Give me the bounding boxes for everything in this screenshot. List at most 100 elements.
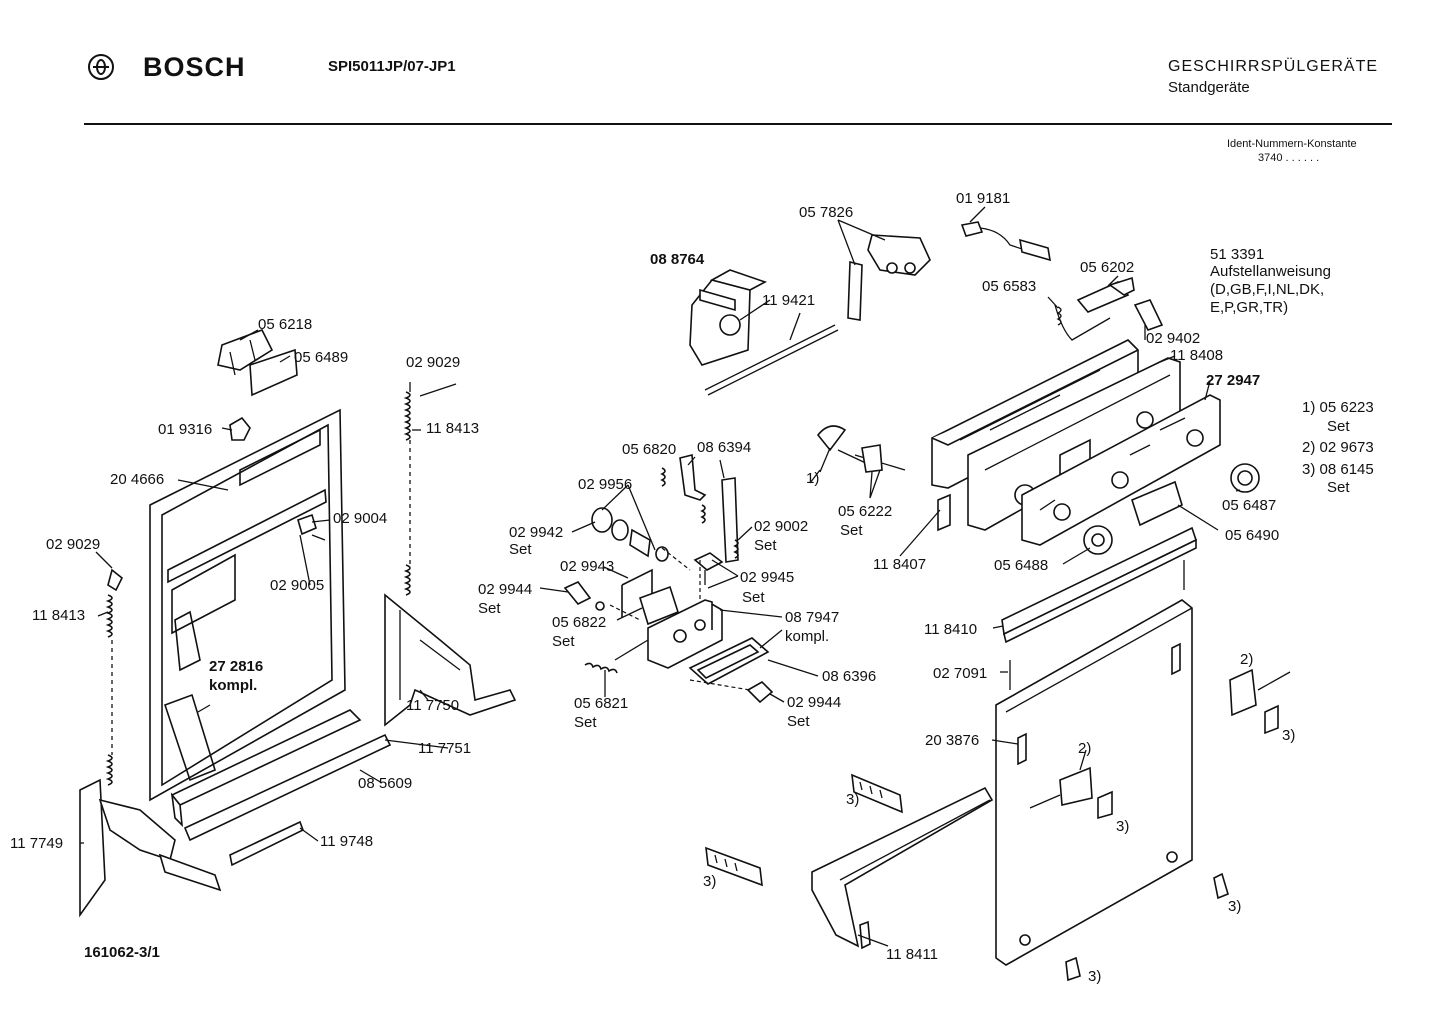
note-3-set: Set [1327, 479, 1350, 496]
part-label-204666: 20 4666 [110, 471, 165, 488]
note-1: 1) 05 6223 [1302, 399, 1374, 416]
part-label-029944-upper: 02 9944 [478, 581, 533, 598]
part-label-029402: 02 9402 [1146, 330, 1201, 347]
part-label-019316: 01 9316 [158, 421, 213, 438]
part-label-272816: 27 2816 [209, 658, 264, 675]
lock-bracket-056820 [660, 453, 707, 501]
clip-3d [1065, 956, 1081, 982]
part-label-117751: 11 7751 [418, 740, 472, 757]
hinge-bracket-2b [1229, 668, 1291, 735]
knob-056488 [1083, 525, 1113, 555]
panel-cover-272947 [1021, 394, 1221, 546]
part-label-118411: 11 8411 [886, 946, 938, 963]
spring-056222 [816, 425, 906, 473]
clip-029004 [297, 513, 326, 541]
hinge-arm-right [384, 593, 517, 727]
part-label-086394: 08 6394 [697, 439, 752, 456]
part-label-056488: 05 6488 [994, 557, 1049, 574]
part-label-513391-langs2: E,P,GR,TR) [1210, 299, 1289, 316]
model-number: SPI5011JP/07-JP1 [328, 58, 456, 75]
note-ref-3-bracket-upper: 3) [846, 791, 860, 808]
clip-029402 [1133, 299, 1164, 331]
bottom-rails [163, 693, 392, 867]
note-ref-3-side: 3) [1282, 727, 1296, 744]
part-label-118407: 11 8407 [873, 556, 927, 573]
part-label-087947: 08 7947 [785, 609, 840, 626]
subcategory-title: Standgeräte [1168, 79, 1250, 96]
part-label-057826: 05 7826 [799, 204, 854, 221]
part-label-513391-title: Aufstellanweisung [1210, 263, 1331, 280]
part-label-056222-set: Set [840, 522, 863, 539]
part-label-029944-lower: 02 9944 [787, 694, 842, 711]
part-label-513391: 51 3391 [1210, 246, 1265, 263]
part-label-272947: 27 2947 [1206, 372, 1261, 389]
hinge-bracket-2a [1029, 766, 1113, 820]
part-label-029005: 02 9005 [270, 577, 325, 594]
part-label-056821: 05 6821 [574, 695, 629, 712]
strip-118410 [1001, 526, 1197, 644]
leader-lines [80, 206, 1241, 947]
sensor-019181 [960, 221, 1051, 262]
handle-056490 [1131, 480, 1183, 527]
part-label-056822: 05 6822 [552, 614, 607, 631]
part-label-056822-set: Set [552, 633, 575, 650]
spring-right [403, 382, 411, 596]
lever-057826 [847, 234, 931, 321]
bracket-3a [851, 773, 903, 814]
gasket-086396 [688, 637, 770, 685]
part-label-088764: 08 8764 [650, 251, 705, 268]
ident-label: Ident-Nummern-Konstante [1227, 138, 1357, 150]
part-label-029942-set: Set [509, 541, 532, 558]
clip-019316 [229, 416, 251, 441]
note-2: 2) 02 9673 [1302, 439, 1374, 456]
document-number: 161062-3/1 [84, 944, 160, 961]
clip-029944b [746, 681, 774, 704]
assembly-dash-lines [609, 547, 751, 691]
part-label-117750: 11 7750 [406, 697, 460, 714]
part-label-056820: 05 6820 [622, 441, 677, 458]
bracket-029943 [621, 568, 653, 617]
part-label-056490: 05 6490 [1225, 527, 1280, 544]
knob-056487 [1230, 463, 1260, 493]
bosch-logo-icon [88, 54, 114, 80]
note-ref-1: 1) [806, 470, 820, 487]
part-label-027091: 02 7091 [933, 665, 988, 682]
hinge-left [79, 778, 222, 918]
lever-086394 [700, 477, 739, 563]
note-ref-2-side: 2) [1240, 651, 1254, 668]
part-label-056487: 05 6487 [1222, 497, 1277, 514]
pin-029944 [563, 581, 605, 611]
switch-056202 [1076, 276, 1135, 313]
part-label-056583: 05 6583 [982, 278, 1037, 295]
part-label-118410: 11 8410 [924, 621, 978, 638]
part-label-019181: 01 9181 [956, 190, 1011, 207]
part-label-117749: 11 7749 [10, 835, 64, 852]
kickplate-118411 [811, 786, 994, 950]
part-label-272816-kompl: kompl. [209, 677, 258, 694]
note-ref-3-bracket-lower: 3) [703, 873, 717, 890]
part-label-029944-lower-set: Set [787, 713, 810, 730]
note-ref-3-bottom: 3) [1088, 968, 1102, 985]
wire-119421 [704, 324, 839, 396]
category-title: GESCHIRRSPÜLGERÄTE [1168, 58, 1379, 75]
part-label-029029-left: 02 9029 [46, 536, 101, 553]
seal-029956 [591, 507, 669, 562]
cover-056822 [639, 585, 679, 626]
bracket-3b [705, 846, 763, 887]
note-ref-3-clip: 3) [1228, 898, 1242, 915]
top-latch-part [217, 328, 298, 397]
outer-door-203876 [995, 599, 1193, 966]
lock-087947 [647, 599, 723, 669]
spring-056821 [584, 639, 649, 674]
part-label-029029-right: 02 9029 [406, 354, 461, 371]
part-label-029943: 02 9943 [560, 558, 615, 575]
part-label-085609: 08 5609 [358, 775, 413, 792]
part-label-118413-left: 11 8413 [32, 607, 86, 624]
part-label-029002-set: Set [754, 537, 777, 554]
part-label-029956: 02 9956 [578, 476, 633, 493]
part-label-086396: 08 6396 [822, 668, 877, 685]
brand-name: BOSCH [143, 52, 246, 82]
part-label-029002: 02 9002 [754, 518, 809, 535]
part-label-119421: 11 9421 [762, 292, 816, 309]
